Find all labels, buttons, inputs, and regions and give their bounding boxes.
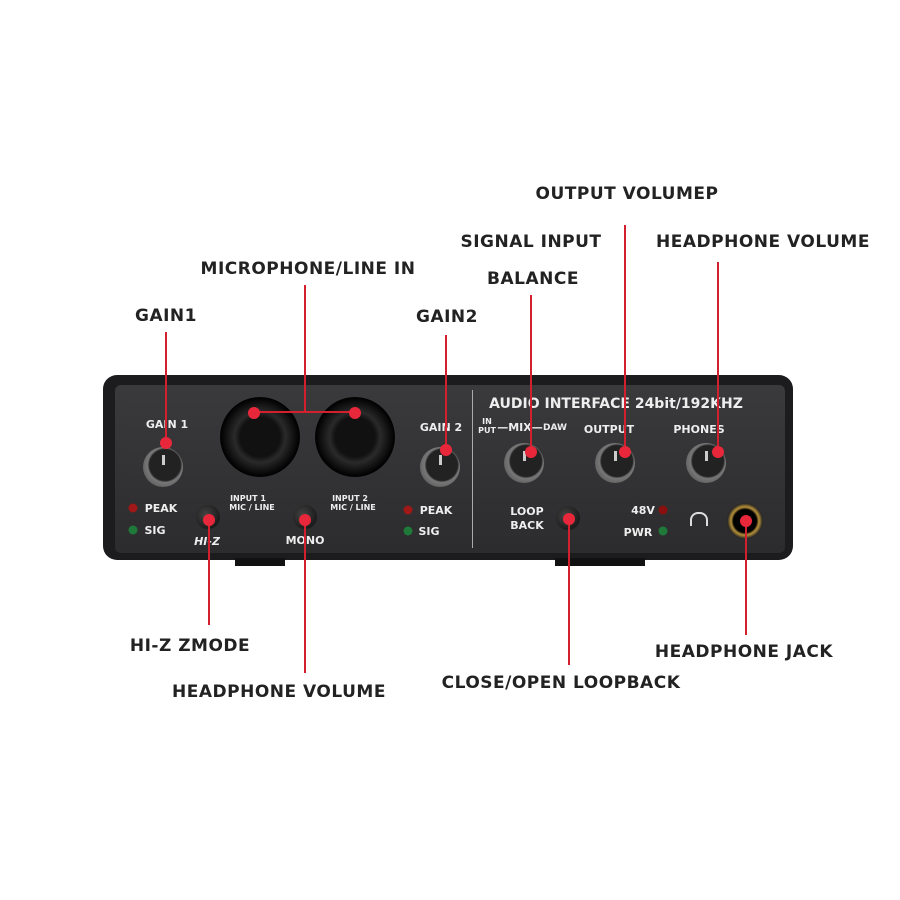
callout-dot (563, 513, 575, 525)
gain1-label: GAIN 1 (145, 418, 189, 431)
callout-balance: BALANCE (487, 269, 579, 289)
mix-daw-label: DAW (543, 423, 567, 433)
input2-mic-line: MIC / LINE (330, 503, 376, 512)
callout-dot (525, 446, 537, 458)
callout-loopback: CLOSE/OPEN LOOPBACK (441, 673, 681, 693)
callout-line (304, 285, 306, 412)
callout-line (165, 332, 167, 443)
callout-dot (203, 514, 215, 526)
callout-line (445, 335, 447, 450)
callout-dot (160, 437, 172, 449)
pwr-label: PWR (623, 526, 653, 539)
callout-gain1: GAIN1 (135, 306, 197, 326)
48v-label: 48V (631, 504, 655, 517)
gain2-knob[interactable] (420, 447, 460, 487)
pwr-led (658, 526, 668, 536)
callout-dot (440, 444, 452, 456)
peak1-label: PEAK (144, 502, 178, 515)
sig1-label: SIG (144, 524, 166, 537)
callout-dot (349, 407, 361, 419)
callout-headphone-jack: HEADPHONE JACK (654, 642, 834, 662)
callout-dot (740, 515, 752, 527)
callout-line (745, 521, 747, 635)
mix-put-label: PUT (478, 426, 496, 435)
callout-output-volume: OUTPUT VOLUMEP (535, 184, 719, 204)
callout-line (254, 411, 355, 413)
peak1-led (128, 503, 138, 513)
foot (555, 558, 645, 566)
peak2-led (403, 505, 413, 515)
back-label: BACK (510, 519, 544, 532)
sig2-label: SIG (418, 525, 440, 538)
callout-line (624, 225, 626, 452)
hiz-label: HI-Z (194, 535, 220, 548)
mix-knob[interactable] (504, 443, 544, 483)
callout-line (568, 519, 570, 665)
callout-dot (712, 446, 724, 458)
mix-label: —MIX— (497, 421, 543, 434)
callout-hiz-mode: HI-Z ZMODE (129, 636, 251, 656)
48v-led (658, 505, 668, 515)
callout-line (208, 520, 210, 625)
callout-gain2: GAIN2 (416, 307, 478, 327)
callout-line (717, 262, 719, 452)
mix-in-label: IN (482, 417, 492, 426)
callout-signal-input: SIGNAL INPUT (460, 232, 602, 252)
input1-mic-line: MIC / LINE (229, 503, 275, 512)
foot (235, 558, 285, 566)
panel-title: AUDIO INTERFACE 24bit/192KHZ (489, 396, 743, 412)
gain1-knob[interactable] (143, 447, 183, 487)
headphone-icon (690, 512, 708, 526)
callout-line (530, 295, 532, 452)
input2-label: INPUT 2 (332, 494, 368, 503)
callout-dot (299, 514, 311, 526)
output-label: OUTPUT (583, 423, 635, 436)
loop-label: LOOP (510, 505, 544, 518)
sig1-led (128, 525, 138, 535)
callout-dot (248, 407, 260, 419)
phones-label: PHONES (673, 423, 725, 436)
input1-label: INPUT 1 (230, 494, 266, 503)
callout-dot (619, 446, 631, 458)
callout-headphone-volume-top: HEADPHONE VOLUME (656, 232, 870, 252)
gain2-label: GAIN 2 (419, 421, 463, 434)
sig2-led (403, 526, 413, 536)
callout-mic-line-in: MICROPHONE/LINE IN (200, 259, 416, 279)
input1-xlr-jack[interactable] (220, 397, 300, 477)
callout-headphone-volume-bottom: HEADPHONE VOLUME (172, 682, 386, 702)
peak2-label: PEAK (419, 504, 453, 517)
panel-divider (472, 390, 473, 548)
callout-line (304, 520, 306, 673)
